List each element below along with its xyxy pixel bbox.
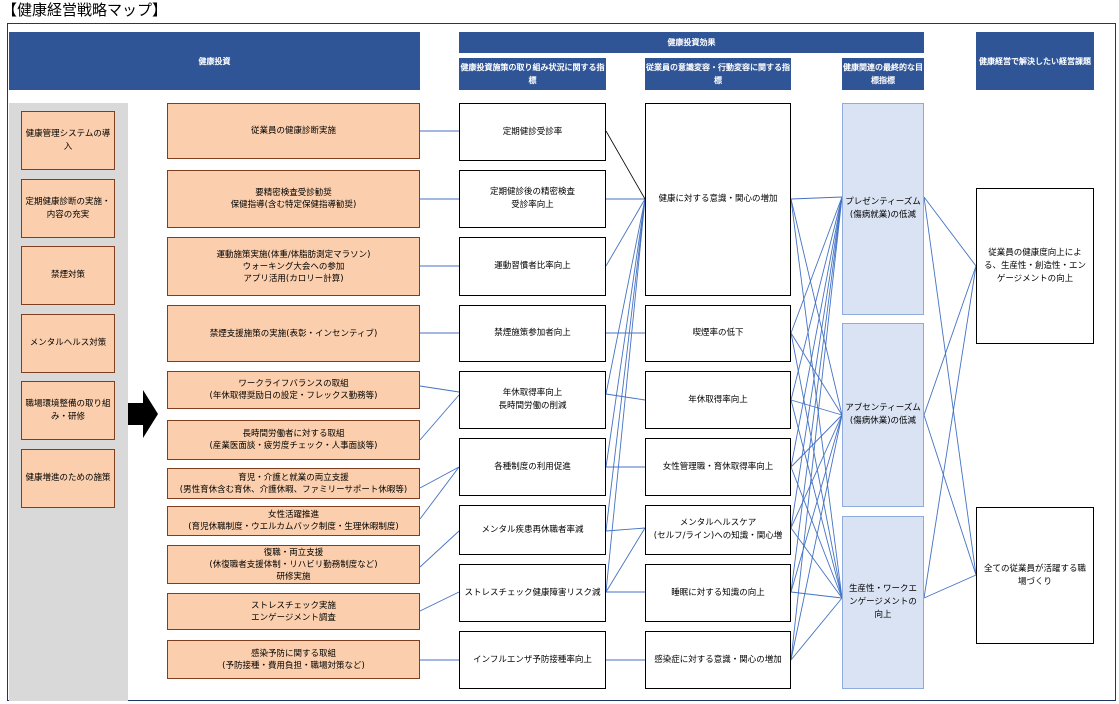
left-item: 禁煙対策 [21,246,115,305]
left-item: 健康管理システムの導入 [21,111,115,170]
left-item: 健康増進のための施策 [21,449,115,508]
header-investment: 健康投資 [9,32,420,90]
indicator-b: 女性管理職・育休取得率向上 [645,438,791,496]
investment-item: 復職・両立支援 (休復職者支援体制・リハビリ勤務制度など) 研修実施 [167,545,420,584]
indicator-a: 定期健診後の精密検査 受診率向上 [459,170,606,228]
map-frame [7,23,1116,701]
investment-item: 従業員の健康診断実施 [167,103,420,159]
left-item: 職場環境整備の取り組み・研修 [21,381,115,440]
header-final-goal: 健康関連の最終的な目標指標 [842,58,924,90]
indicator-b: 感染症に対する意識・関心の増加 [645,631,791,689]
final-goal: 生産性・ワークエンゲージメントの向上 [842,516,924,689]
indicator-b: 年休取得率向上 [645,371,791,429]
indicator-a: 運動習慣者比率向上 [459,237,606,296]
issue-box: 従業員の健康度向上による、生産性・創造性・エンゲージメントの向上 [976,188,1094,344]
investment-item: ワークライフバランスの取組 (年休取得奨励日の設定・フレックス勤務等) [167,371,420,409]
indicator-a: メンタル疾患再休職者率減 [459,505,606,555]
indicator-a: 年休取得率向上 長時間労働の削減 [459,371,606,429]
header-effect: 健康投資効果 [459,32,924,53]
left-item: メンタルヘルス対策 [21,314,115,373]
indicator-b: メンタルヘルスケア (セルフ/ライン)への知識・関心増 [645,505,791,555]
indicator-a: 各種制度の利用促進 [459,438,606,496]
final-goal: プレゼンティーズム(傷病就業)の低減 [842,103,924,315]
header-indicator-a: 健康投資施策の取り組み状況に関する指標 [459,58,606,90]
investment-item: 禁煙支援施策の実施(表彰・インセンティブ) [167,305,420,362]
investment-item: 育児・介護と就業の両立支援 (男性育休含む育休、介護休暇、ファミリーサポート休暇… [167,468,420,499]
header-indicator-b: 従業員の意識変容・行動変容に関する指標 [645,58,791,90]
right-arrow-icon [128,390,158,438]
left-item: 定期健康診断の実施・内容の充実 [21,179,115,238]
investment-item: 運動施策実施(体重/体脂肪測定マラソン) ウォーキング大会への参加 アプリ活用(… [167,237,420,296]
page-title: 【健康経営戦略マップ】 [2,1,168,19]
header-issues: 健康経営で解決したい経営課題 [976,32,1094,90]
indicator-b: 喫煙率の低下 [645,305,791,362]
investment-item: 女性活躍推進 (育児休職制度・ウエルカムバック制度・生理休暇制度) [167,506,420,536]
investment-item: 要精密検査受診勧奨 保健指導(含む特定保健指導勧奨) [167,170,420,228]
issue-box: 全ての従業員が活躍する職場づくり [976,507,1094,644]
investment-item: 感染予防に関する取組 (予防接種・費用負担・職場対策など) [167,640,420,679]
indicator-a: ストレスチェック健康障害リスク減 [459,564,606,622]
indicator-a: 禁煙施策参加者向上 [459,305,606,362]
investment-item: ストレスチェック実施 エンゲージメント調査 [167,593,420,630]
investment-item: 長時間労働者に対する取組 (産業医面談・疲労度チェック・人事面談等) [167,420,420,460]
indicator-b: 睡眠に対する知識の向上 [645,564,791,622]
final-goal: アブセンティーズム(傷病休業)の低減 [842,323,924,507]
indicator-b: 健康に対する意識・関心の増加 [645,103,791,296]
indicator-a: 定期健診受診率 [459,103,606,161]
indicator-a: インフルエンザ予防接種率向上 [459,631,606,689]
